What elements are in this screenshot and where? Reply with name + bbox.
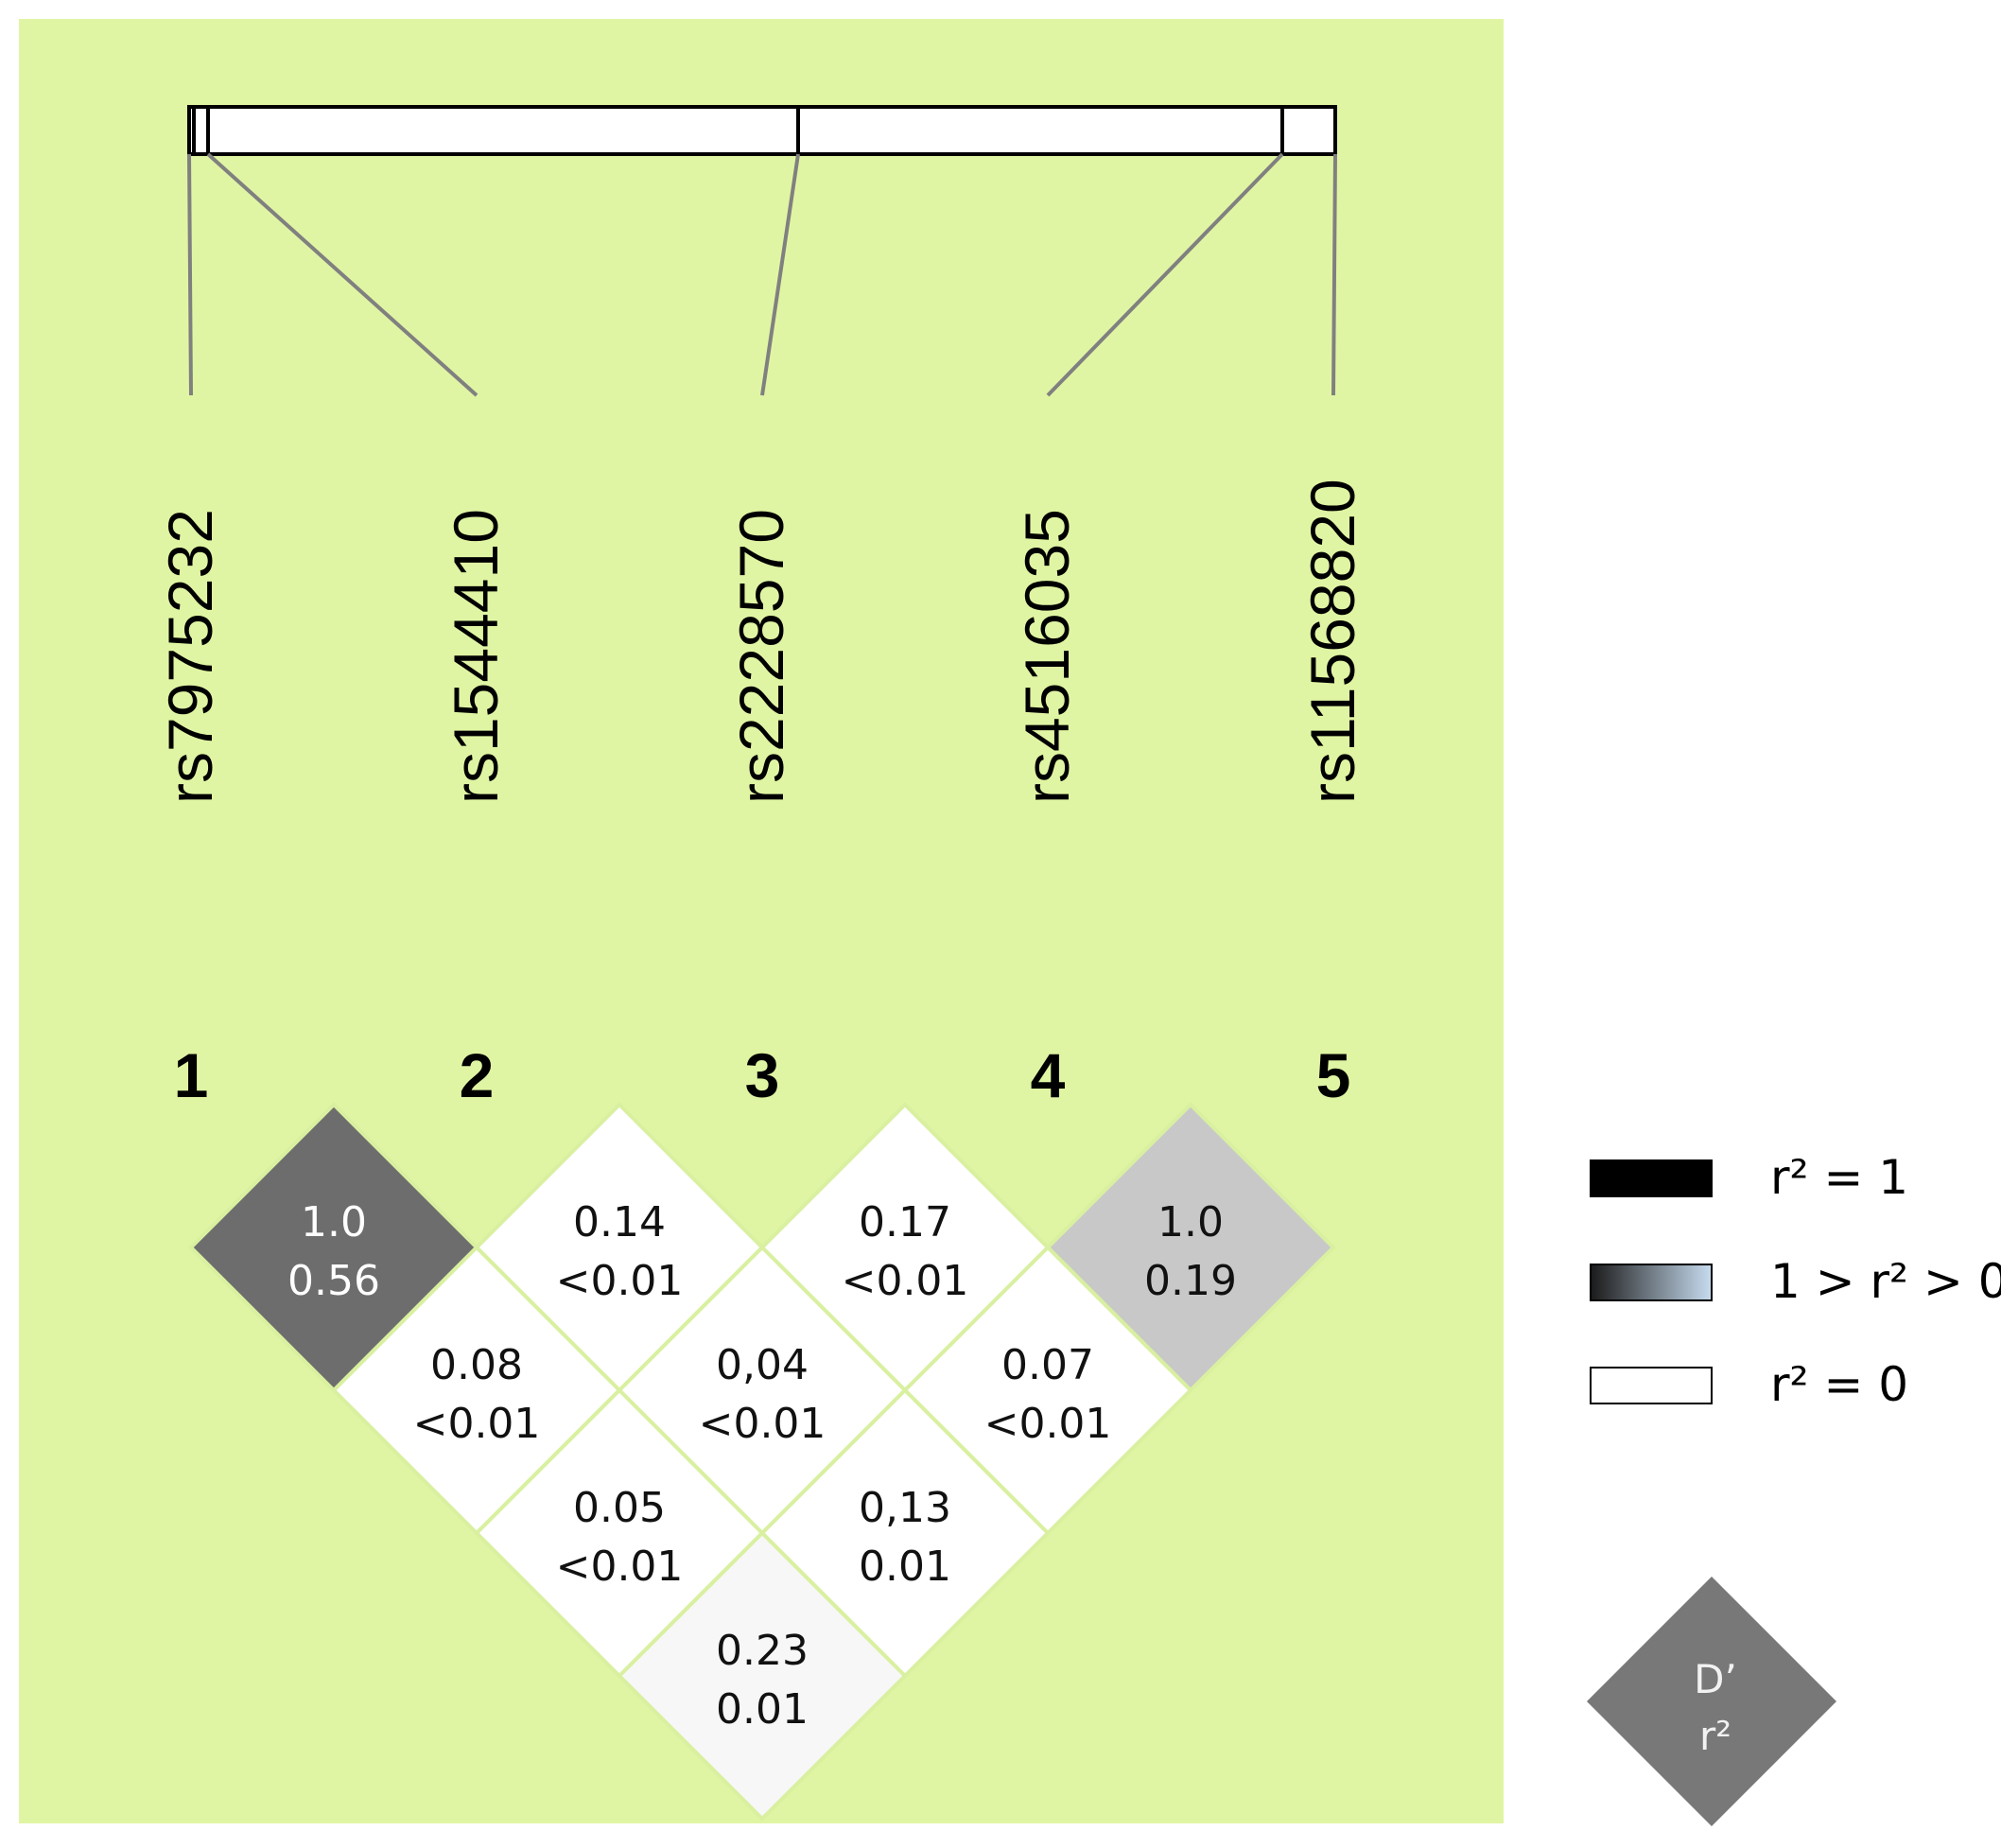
snp-connectors: [187, 152, 1337, 397]
snp-connector: [206, 152, 478, 397]
ld-cell-dprime: 1.0: [301, 1198, 367, 1247]
gene-bar-ticks: [192, 107, 1284, 154]
ld-cell-r2: 0.19: [1144, 1257, 1237, 1305]
snp-labels: rs7975232 rs1544410 rs2228570 rs4516035 …: [155, 479, 1367, 804]
legend-key-diamond: [1587, 1577, 1836, 1826]
ld-cell-r2: <0.01: [556, 1257, 684, 1305]
ld-cell-r2: <0.01: [699, 1400, 826, 1448]
snp-index-3: 3: [745, 1040, 780, 1110]
snp-index-2: 2: [460, 1040, 495, 1110]
ld-cell: 0.23 0.01: [617, 1530, 908, 1822]
snp-connector: [1331, 153, 1337, 396]
gene-bar: [187, 105, 1337, 156]
snp-index-4: 4: [1031, 1040, 1066, 1110]
ld-cell-r2: 0.01: [859, 1543, 951, 1591]
ld-cell-dprime: 0.05: [573, 1484, 666, 1532]
ld-cell-r2: <0.01: [413, 1400, 541, 1448]
ld-cell-r2: 0.56: [287, 1257, 380, 1305]
ld-matrix: 1.0 0.56 0.14 <0.01 0.17 <0.01 1.0 0.19 0.08 <0.0…: [188, 1102, 1336, 1822]
ld-cell-r2: <0.01: [984, 1400, 1112, 1448]
legend-swatch-mid: [1590, 1264, 1713, 1301]
legend-swatch-none: [1590, 1367, 1713, 1404]
snp-indices: 1 2 3 4 5: [174, 1040, 1351, 1110]
ld-cell-dprime: 0.23: [716, 1627, 809, 1675]
ld-cell-dprime: 1.0: [1157, 1198, 1224, 1247]
ld-cell-r2: 0.01: [716, 1685, 809, 1734]
ld-cell-dprime: 0.07: [1001, 1341, 1094, 1389]
ld-cell-dprime: 0.17: [859, 1198, 951, 1247]
legend-key-dprime: D’: [1694, 1656, 1737, 1702]
ld-cell-r2: <0.01: [556, 1543, 684, 1591]
snp-label-5: rs11568820: [1297, 479, 1367, 804]
legend-key-r2: r²: [1699, 1713, 1731, 1759]
snp-connector: [1046, 152, 1284, 397]
snp-index-5: 5: [1316, 1040, 1351, 1110]
snp-label-3: rs2228570: [726, 509, 796, 804]
legend-label-mid: 1 > r² > 0: [1770, 1254, 2001, 1309]
snp-label-4: rs4516035: [1012, 509, 1082, 804]
ld-cell-dprime: 0.14: [573, 1198, 666, 1247]
legend-swatch-high: [1590, 1159, 1713, 1197]
legend-label-none: r² = 0: [1770, 1357, 1908, 1412]
snp-label-1: rs7975232: [155, 509, 225, 804]
snp-index-1: 1: [174, 1040, 209, 1110]
ld-cell-dprime: 0,04: [716, 1341, 809, 1389]
snp-connector: [760, 153, 800, 396]
snp-label-2: rs1544410: [441, 509, 511, 804]
snp-connector: [187, 153, 193, 396]
ld-cell-dprime: 0.08: [430, 1341, 523, 1389]
legend: r² = 1 1 > r² > 0 r² = 0 D’ r²: [1587, 1150, 2001, 1826]
ld-cell-r2: <0.01: [842, 1257, 969, 1305]
ld-cell-diamond: [617, 1530, 908, 1822]
ld-cell-dprime: 0,13: [859, 1484, 951, 1532]
legend-label-high: r² = 1: [1770, 1150, 1908, 1205]
